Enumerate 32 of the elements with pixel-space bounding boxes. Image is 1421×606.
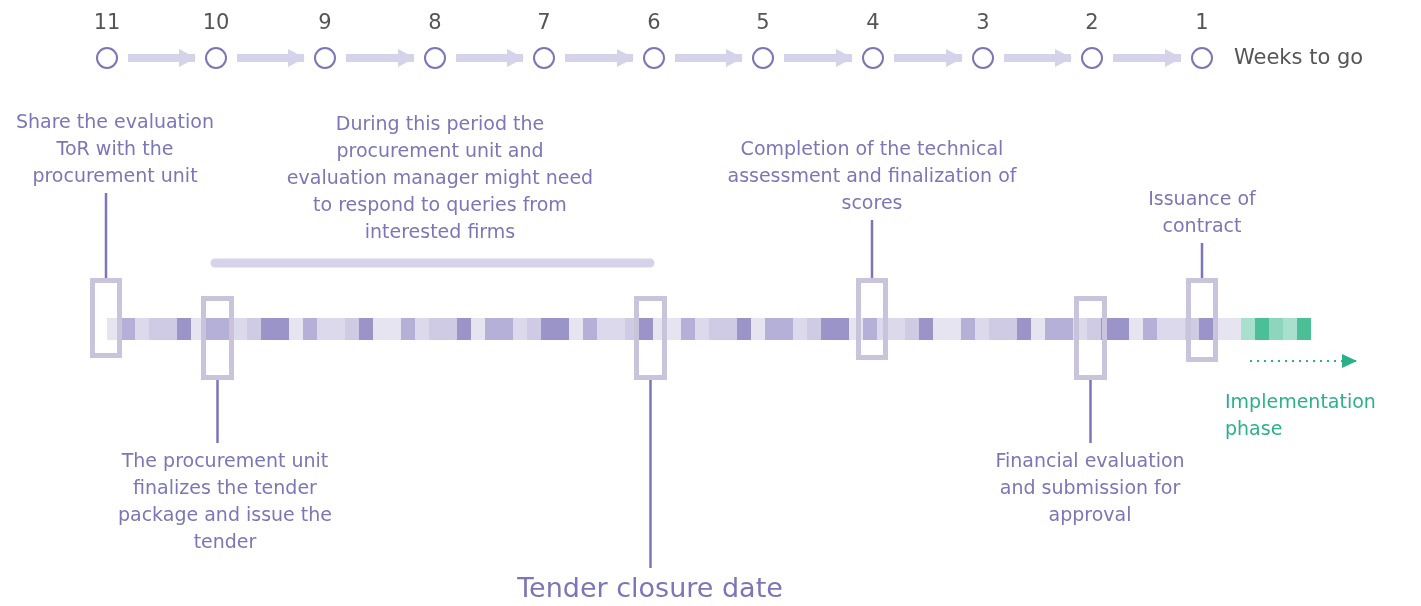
leader-line	[870, 220, 874, 278]
week-number: 6	[647, 9, 661, 35]
milestone-marker	[90, 278, 122, 358]
week-number: 5	[756, 9, 770, 35]
period-note: During this period the procurement unit and evaluation manager might need to respond to queries from interested firms	[285, 111, 595, 244]
leader-line	[216, 380, 219, 443]
week-number: 3	[976, 9, 990, 35]
week-number: 2	[1085, 9, 1099, 35]
axis-caption: Weeks to go	[1234, 45, 1364, 69]
week-number: 8	[428, 9, 442, 35]
leader-line	[1200, 243, 1204, 278]
milestone-marker	[1186, 278, 1218, 362]
milestone-marker	[201, 296, 234, 380]
milestone-text: Completion of the technical assessment and finalization of scores	[727, 135, 1017, 216]
phase-label: Implementation phase	[1225, 389, 1377, 441]
week-number: 11	[93, 9, 121, 35]
week-number: 4	[866, 9, 880, 35]
week-number: 1	[1195, 9, 1209, 35]
leader-line	[104, 193, 108, 278]
leader-line	[649, 380, 652, 568]
week-number: 10	[202, 9, 230, 35]
week-number: 9	[318, 9, 332, 35]
milestone-marker	[1074, 296, 1107, 380]
milestone-marker	[856, 278, 888, 360]
leader-line	[1089, 380, 1092, 443]
milestone-marker	[634, 296, 667, 380]
milestone-text: The procurement unit finalizes the tender package and issue the tender	[100, 447, 350, 555]
milestone-title: Tender closure date	[490, 572, 810, 604]
milestone-text: Financial evaluation and submission for approval	[995, 447, 1185, 528]
milestone-text: Share the evaluation ToR with the procurement unit	[15, 108, 215, 189]
week-number: 7	[537, 9, 551, 35]
milestone-text: Issuance of contract	[1127, 185, 1277, 239]
